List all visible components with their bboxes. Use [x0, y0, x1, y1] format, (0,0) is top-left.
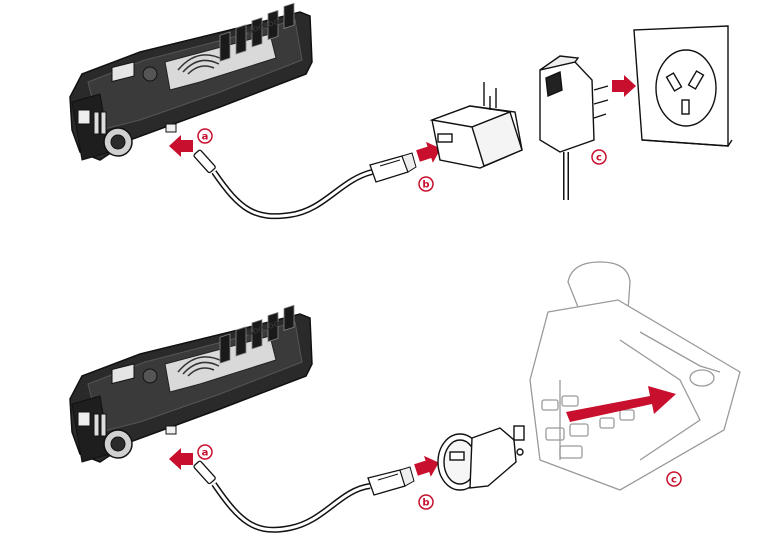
car-charger: [437, 425, 525, 491]
car-arrow: [566, 386, 676, 422]
bottom-arrow-a: [169, 448, 193, 470]
top-jump-starter: GOOLOO: [69, 2, 313, 161]
bottom-scene: GOOLOO a b: [69, 261, 741, 533]
top-arrow-outlet: [612, 75, 636, 97]
top-label-c: c: [591, 149, 607, 165]
top-scene: GOOLOO a b: [69, 2, 733, 220]
adapter-upright: [539, 55, 609, 200]
bottom-label-a: a: [197, 444, 213, 460]
bottom-label-b-text: b: [422, 498, 429, 509]
bottom-label-c: c: [666, 471, 682, 487]
car-console: [529, 261, 741, 491]
top-arrow-a: [169, 135, 193, 157]
top-usb-cable: [193, 149, 417, 220]
top-label-c-text: c: [596, 153, 602, 164]
top-label-a: a: [197, 128, 213, 144]
wall-outlet: [633, 25, 733, 147]
top-label-a-text: a: [202, 132, 209, 143]
bottom-usb-cable: [193, 460, 415, 533]
bottom-label-a-text: a: [202, 448, 209, 459]
bottom-jump-starter: GOOLOO: [69, 304, 313, 463]
bottom-label-b: b: [418, 494, 434, 510]
bottom-label-c-text: c: [671, 475, 677, 486]
wall-adapter: [429, 82, 523, 169]
top-label-b: b: [418, 176, 434, 192]
top-label-b-text: b: [422, 180, 429, 191]
